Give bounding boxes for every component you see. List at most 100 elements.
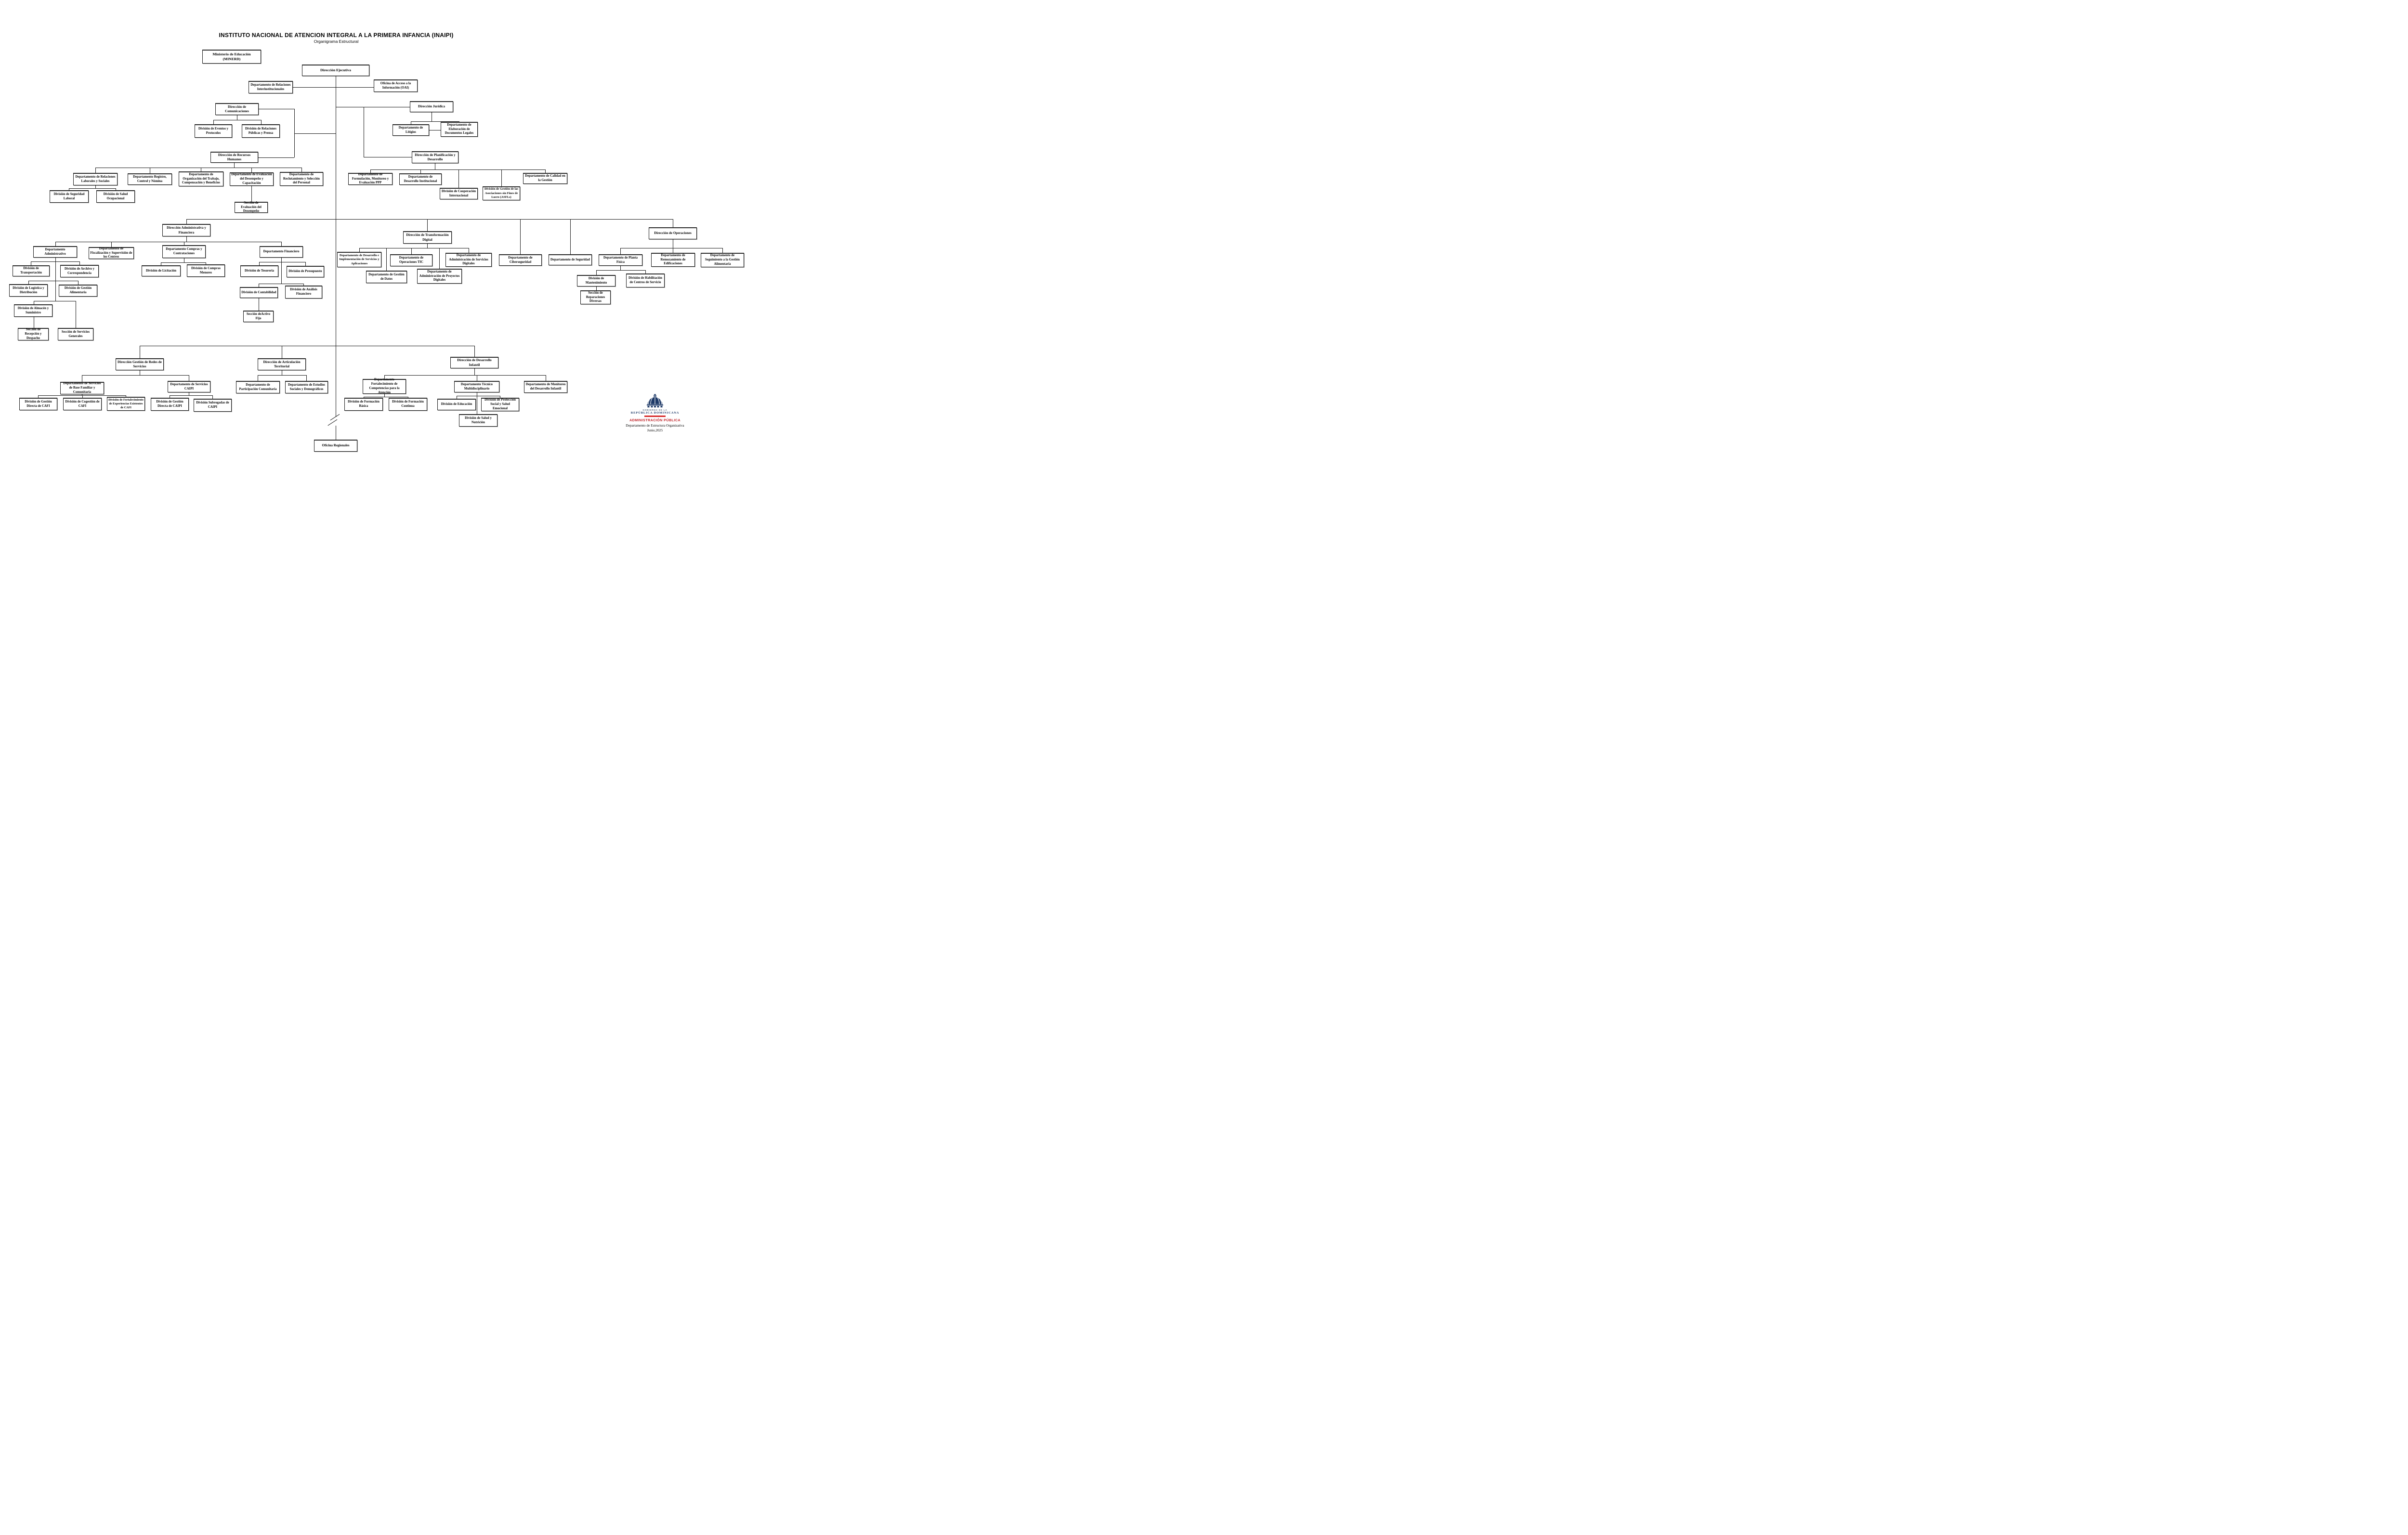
connector-vline — [212, 395, 213, 399]
org-node-secc-recepcion: Sección de Recepción y Despacho — [18, 328, 49, 340]
org-node-dir-planificacion: Dirección de Planificación y Desarrollo — [412, 151, 458, 163]
org-node-dept-base-familiar: Departamento de Servicios de Base Famili… — [60, 382, 104, 394]
connector-vline — [301, 168, 302, 172]
org-node-dept-elab-legales: Departamento de Elaboración de Documento… — [441, 122, 478, 137]
org-node-div-form-continua: División de Formación Continua — [389, 398, 427, 411]
org-node-dept-adm-serv-dig: Departamento de Administración de Servic… — [445, 253, 492, 267]
connector-vline — [359, 248, 360, 252]
connector-vline — [213, 120, 214, 124]
org-node-secc-serv-generales: Sección de Servicios Generales — [58, 328, 93, 340]
org-node-dept-reclutamiento: Departamento de Reclutamiento y Selecció… — [280, 172, 323, 186]
connector-vline — [95, 185, 96, 188]
org-node-div-logistica: División de Logística y Distribución — [9, 284, 48, 297]
connector-vline — [305, 262, 306, 266]
connector-vline — [501, 169, 502, 186]
org-node-dept-administrativo: Departamento Administrativo — [33, 246, 77, 258]
org-node-div-almacen: División de Almacén y Suministro — [14, 304, 52, 317]
connector-vline — [55, 242, 56, 246]
connector-vline — [294, 109, 295, 157]
org-node-minerd: Ministerio de Educación (MINERD) — [202, 50, 261, 64]
connector-hline — [186, 219, 673, 220]
connector-vline — [28, 281, 29, 284]
national-palace-dome-icon — [647, 394, 663, 408]
org-node-dept-op-tic: Departamento de Operaciones TIC — [390, 254, 432, 266]
connector-vline — [722, 248, 723, 253]
gobierno-logo: GOBIERNO DE LA REPÚBLICA DOMINICANA ADMI… — [626, 394, 684, 422]
org-node-secc-activo-fijo: Sección deActivo Fijo — [243, 311, 274, 322]
connector-vline — [370, 169, 371, 173]
org-node-dept-tecnico: Departamento Técnico Multidisciplinario — [454, 381, 499, 392]
org-node-div-archivo: División de Archivo y Correspondencia — [60, 265, 99, 277]
connector-vline — [303, 284, 304, 286]
connector-vline — [111, 242, 112, 247]
org-node-dept-participacion: Departamento de Participación Comunitari… — [236, 381, 280, 393]
connector-vline — [411, 248, 412, 254]
connector-vline — [306, 375, 307, 381]
connector-vline — [281, 262, 282, 284]
connector-vline — [55, 261, 56, 281]
org-chart-canvas: INSTITUTO NACIONAL DE ATENCION INTEGRAL … — [0, 0, 759, 460]
connector-vline — [55, 258, 56, 261]
org-node-dir-transf-digital: Dirección de Transformación Digital — [403, 231, 452, 244]
connector-vline — [281, 242, 282, 246]
org-node-dept-remozamiento: Departamento de Remozamiento de Edificac… — [651, 253, 695, 267]
org-node-dir-des-infantil: Dirección de Desarrollo Infantil — [450, 357, 498, 368]
connector-vline — [186, 219, 187, 224]
org-node-dept-fiscalizacion: Departamento de Fiscalización y Supervis… — [89, 247, 134, 259]
org-node-dept-estudios: Departamento de Estudios Sociales y Demo… — [285, 381, 328, 393]
connector-vline — [186, 236, 187, 242]
connector-hline — [293, 87, 374, 88]
org-node-dept-fortalecimiento: Departamento Fortalecimiento de Competen… — [363, 378, 406, 394]
connector-hline — [161, 262, 206, 263]
org-node-dir-ejecutiva: Dirección Ejecutiva — [302, 65, 369, 76]
connector-vline — [596, 286, 597, 290]
org-node-dept-litigios: Departamento de Litigios — [393, 124, 429, 136]
org-node-div-salud-ocup: División de Salud Ocupacional — [96, 190, 135, 203]
org-node-dept-ciberseguridad: Departamento de Ciberseguridad — [499, 254, 542, 266]
org-node-oficina-regionales: Oficina Regionales — [314, 440, 357, 452]
connector-vline — [55, 281, 56, 301]
org-node-div-fort-cafi: División de Fortalecimiento de Experienc… — [107, 397, 145, 411]
line-break-slash-icon — [330, 414, 340, 421]
org-node-dept-serv-caipi: Departamento de Servicios CAIPI — [168, 381, 210, 392]
connector-vline — [645, 270, 646, 273]
org-node-div-habilitacion: División de Habilitación de Centros de S… — [626, 273, 665, 287]
org-node-div-coop-int: División de Cooperación Internacional — [440, 188, 478, 199]
connector-vline — [259, 262, 260, 265]
connector-vline — [474, 346, 475, 357]
connector-vline — [620, 248, 621, 254]
connector-hline — [370, 169, 545, 170]
connector-vline — [251, 186, 252, 202]
connector-vline — [384, 394, 385, 397]
footer-department: Departamento de Estructura Organizativa — [626, 423, 684, 428]
org-node-dir-admin-fin: Dirección Administrativa y Financiera — [162, 224, 210, 236]
org-node-secc-reparaciones: Sección de Reparaciones Diversas — [580, 290, 611, 304]
org-node-dept-seguimiento: Departamento de Seguimiento a la Gestión… — [701, 253, 744, 267]
org-node-dir-operaciones: Dirección de Operaciones — [649, 227, 697, 239]
org-node-div-subrogadas: División Subrogadas de CAIPI — [194, 399, 232, 412]
org-node-secc-eval-desemp: Sección de Evaluación del Desempeño — [235, 201, 268, 213]
connector-hline — [258, 157, 294, 158]
line-break-slash-icon — [327, 419, 338, 426]
org-node-dept-gestion-datos: Departamento de Gestión de Datos — [366, 271, 407, 283]
org-node-dir-comunicaciones: Dirección de Comunicaciones — [215, 103, 259, 115]
chart-subtitle: Organigrama Estructural — [314, 39, 359, 44]
org-node-div-analisis-fin: División de Análisis Financiero — [285, 286, 322, 299]
org-node-div-transportacion: División de Transportación — [13, 265, 50, 276]
org-node-dir-juridica: Dirección Jurídica — [410, 101, 453, 112]
org-node-div-licitacion: División de Licitación — [142, 265, 181, 276]
connector-hline — [31, 261, 79, 262]
org-node-dept-monitoreo: Departamento de Monitoreo del Desarrollo… — [524, 381, 567, 393]
connector-vline — [570, 219, 571, 254]
org-node-div-educacion: División de Educación — [437, 399, 476, 410]
org-node-dept-registro: Departamento Registro, Control y Nómina — [128, 173, 172, 185]
connector-vline — [439, 248, 440, 269]
connector-vline — [95, 168, 96, 173]
org-node-dept-seguridad: Departamento de Seguridad — [549, 254, 592, 265]
connector-hline — [69, 188, 116, 189]
org-node-dir-rrhh: Dirección de Recursos Humanos — [210, 152, 258, 163]
org-node-oai: Oficina de Acceso a la Información (OAI) — [374, 79, 418, 92]
connector-hline — [82, 375, 189, 376]
org-node-div-form-basica: División de Formación Básica — [344, 398, 383, 411]
connector-vline — [281, 258, 282, 262]
